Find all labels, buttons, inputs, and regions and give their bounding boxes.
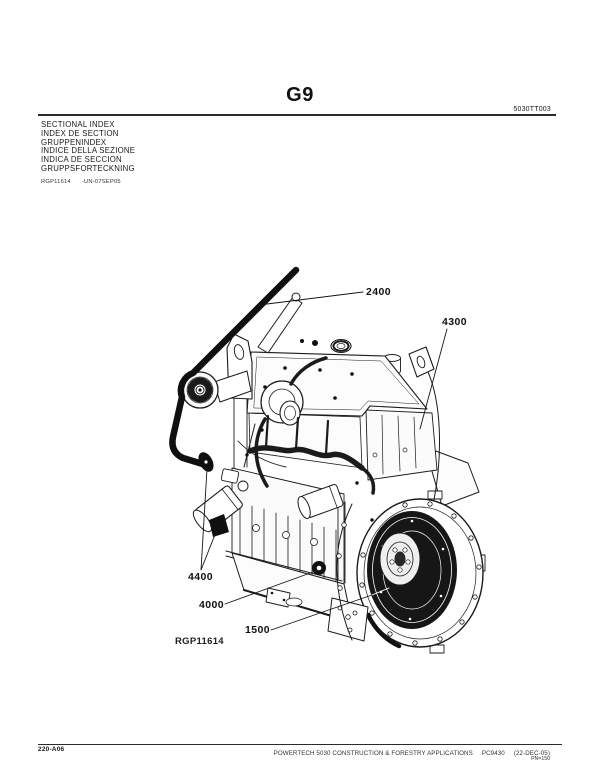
footer-publication: POWERTECH 5030 CONSTRUCTION & FORESTRY A… [273,749,473,757]
callout-4400: 4400 [188,571,213,583]
index-line-de: GRUPPENINDEX [41,137,107,147]
callout-4300: 4300 [442,316,467,328]
leader-4300 [419,328,448,430]
footer-page-number: PN=150 [531,756,550,762]
index-line-it: INDICE DELLA SEZIONE [41,146,136,156]
leader-4000 [224,571,314,605]
figure-caption: RGP11614 [175,636,224,647]
footer-page-code: 220-A06 [38,745,65,753]
cylinder-head-right [365,371,441,501]
callout-2400: 2400 [366,286,391,298]
header-rule [38,114,556,116]
housing-flange [336,503,353,641]
footer-publication-line: POWERTECH 5030 CONSTRUCTION & FORESTRY A… [274,750,550,757]
starter-motor [297,484,344,519]
index-line-fr: INDEX DE SECTION [41,128,119,138]
flywheel [367,511,457,629]
footer-rule [38,743,562,745]
sectional-index-block: SECTIONAL INDEX INDEX DE SECTION GRUPPEN… [41,120,136,174]
leader-2400 [258,291,364,306]
fan-belt [169,266,300,469]
housing-bolt-holes [359,501,482,646]
figure-ref-date: -UN-07SEP05 [81,179,121,185]
figure-ref-id: RGP11614 [41,179,71,185]
dipstick-tube [243,423,256,468]
callout-4000: 4000 [199,599,224,611]
wiring-harness [237,440,287,468]
footer-date: (22-DEC-05) [513,749,550,757]
exhaust-manifold [247,414,376,495]
pulley-spokes [187,377,213,403]
index-line-es: INDICA DE SECCION [41,155,122,164]
footer-catalog-number: PC9430 [481,749,505,757]
alternator [198,452,229,537]
leader-1500-overlay [371,587,390,596]
image-id: 5030TT003 [513,106,551,113]
page-title: G9 [286,84,314,106]
callout-1500: 1500 [245,624,270,636]
oil-filter [192,485,243,533]
leader-lines [200,291,448,631]
leader-1500 [270,594,373,631]
front-lifting-bracket [213,292,303,469]
misc-bolts [245,428,374,522]
index-line-en: SECTIONAL INDEX [41,120,115,129]
index-line-sv: GRUPPSFORTECKNING [41,163,135,173]
figure-reference-line: RGP11614 -UN-07SEP05 [41,179,121,185]
cover-bolts [263,366,354,400]
turbocharger [254,356,328,488]
injection-pump [220,468,249,492]
housing-shadow [365,612,402,649]
leader-4400 [200,468,217,571]
